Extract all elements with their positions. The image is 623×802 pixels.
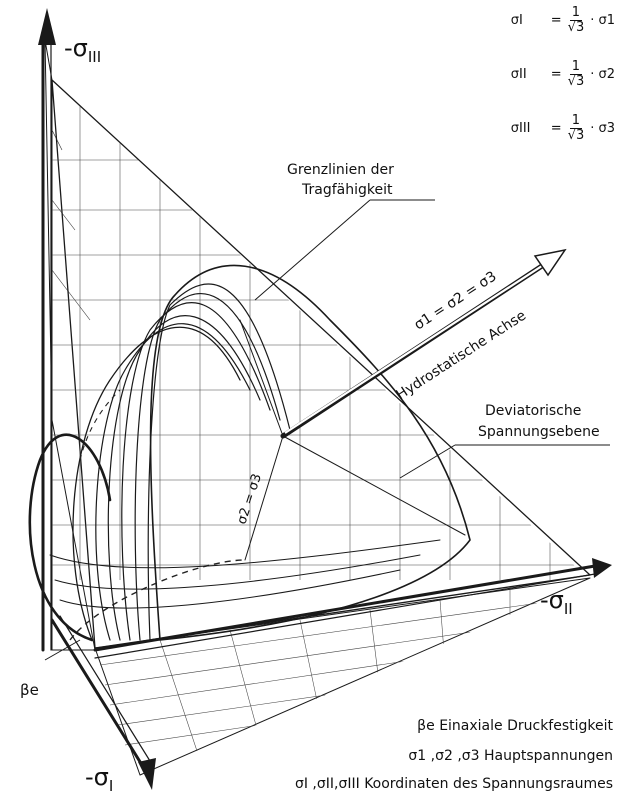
legend-hauptspannungen: σ1 ,σ2 ,σ3 Hauptspannungen <box>408 748 613 764</box>
label-grenzlinien-line1: Grenzlinien der <box>287 162 394 178</box>
legend-beta-e: βe Einaxiale Druckfestigkeit <box>417 718 613 734</box>
axis-sigma-II <box>93 558 612 659</box>
label-grenzlinien-line2: Tragfähigkeit <box>301 182 393 198</box>
formula-sigma-I: σI = 1√3 · σ1 <box>511 6 615 34</box>
formula-sigma-II: σII = 1√3 · σ2 <box>511 60 615 88</box>
axis-sigma-III-arrowhead <box>38 8 56 45</box>
axis-label-sigma-I: -σI <box>85 763 113 795</box>
formula-eq: = <box>550 12 562 28</box>
formula-lhs: σII <box>510 66 527 82</box>
formula-denominator: √3 <box>567 19 585 35</box>
formula-lhs: σIII <box>510 120 531 136</box>
formula-rhs: · σ3 <box>590 120 615 136</box>
leader-lines <box>44 199 610 661</box>
formula-fraction: 1√3 <box>568 6 585 34</box>
axis-label-sigma-II: -σII <box>540 586 573 618</box>
label-beta-e: βe <box>20 681 39 699</box>
failure-surface <box>28 264 471 642</box>
formula-eq: = <box>550 66 562 82</box>
axis-sigma-II-arrowhead <box>592 558 612 578</box>
formula-denominator: √3 <box>567 127 585 143</box>
axis-label-sigma-III: -σIII <box>64 34 101 66</box>
legend-symbol: βe <box>417 718 435 734</box>
label-spannungsebene: Spannungsebene <box>478 424 600 440</box>
formula-fraction: 1√3 <box>568 60 585 88</box>
formula-numerator: 1 <box>569 5 583 21</box>
formula-fraction: 1√3 <box>568 114 585 142</box>
hydrostatic-axis <box>280 248 567 439</box>
formula-numerator: 1 <box>569 113 583 129</box>
label-deviatorische: Deviatorische <box>485 403 581 419</box>
hydrostatic-axis-arrowhead <box>533 248 567 277</box>
formula-lhs: σI <box>510 12 523 28</box>
legend-text: Koordinaten des Spannungsraumes <box>364 776 613 792</box>
formula-rhs: · σ1 <box>590 12 615 28</box>
formula-eq: = <box>550 120 562 136</box>
legend-koordinaten: σI ,σII,σIII Koordinaten des Spannungsra… <box>295 776 613 792</box>
legend-text: Hauptspannungen <box>484 748 613 764</box>
axis-sigma-I-arrowhead <box>138 758 156 790</box>
legend-symbol: σI ,σII,σIII <box>294 776 360 792</box>
legend-symbol: σ1 ,σ2 ,σ3 <box>408 748 480 764</box>
legend-text: Einaxiale Druckfestigkeit <box>439 718 613 734</box>
formula-sigma-III: σIII = 1√3 · σ3 <box>511 114 615 142</box>
axis-sigma-I <box>50 615 156 790</box>
formula-rhs: · σ2 <box>590 66 615 82</box>
axis-sigma-III <box>38 8 56 652</box>
formula-numerator: 1 <box>569 59 583 75</box>
formula-denominator: √3 <box>567 73 585 89</box>
